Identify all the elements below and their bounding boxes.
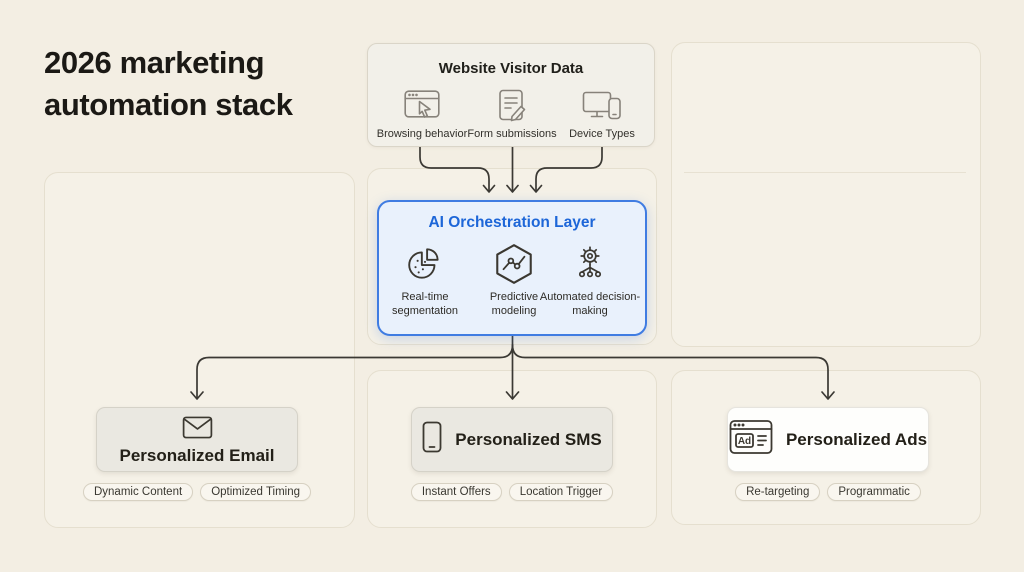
form-pencil-icon [464,88,560,124]
ai-item-predictive-modeling: Predictive modeling [477,240,551,319]
tag-pill: Location Trigger [508,483,614,501]
ai-item-realtime-segmentation: Real-time segmentation [379,240,471,319]
smartphone-icon [422,421,442,458]
ai-item-label: Predictive modeling [489,291,539,318]
source-item-device-types: Device Types [554,88,650,140]
channel-card-title: Personalized SMS [455,429,602,449]
email-tags: Dynamic Content Optimized Timing [82,483,312,501]
channel-card-title: Personalized Ads [785,429,928,449]
page-title: 2026 marketing automation stack [44,45,293,122]
devices-icon [554,88,650,124]
ads-tags: Re-targeting Programmatic [727,483,929,501]
ai-item-label: Automated decision-making [539,291,641,318]
source-item-label: Browsing behavior [376,128,468,140]
source-card-title: Website Visitor Data [438,60,584,77]
ai-orchestration-card: AI Orchestration Layer Real-time segment… [377,200,647,336]
hexagon-model-icon [477,240,551,288]
ad-browser-icon: Ad [729,419,773,460]
personalized-email-card: Personalized Email [96,407,298,472]
tag-pill: Optimized Timing [200,483,312,501]
gear-network-icon [533,240,647,288]
website-visitor-data-card: Website Visitor Data Browsing behavior [367,43,655,147]
ai-card-title: AI Orchestration Layer [428,214,596,231]
source-item-label: Device Types [569,128,635,140]
channel-card-title: Personalized Email [119,445,275,465]
ai-item-automated-decisions: Automated decision-making [533,240,647,319]
tag-pill: Instant Offers [410,483,502,501]
personalized-ads-card: Ad Personalized Ads [727,407,929,472]
source-item-label: Form submissions [467,128,557,140]
source-item-form-submissions: Form submissions [464,88,560,140]
sms-tags: Instant Offers Location Trigger [410,483,614,501]
ai-item-label: Real-time segmentation [391,291,459,318]
tag-pill: Programmatic [827,483,921,501]
background-panel-left [44,172,355,528]
source-item-browsing-behavior: Browsing behavior [374,88,470,140]
personalized-sms-card: Personalized SMS [411,407,613,472]
browser-cursor-icon [374,88,470,124]
panel-divider-line [684,172,966,173]
envelope-icon [182,416,213,444]
pie-segmentation-icon [379,240,471,288]
background-panel-right-top [671,42,981,347]
tag-pill: Re-targeting [735,483,821,501]
ad-icon-label: Ad [738,436,751,447]
tag-pill: Dynamic Content [82,483,194,501]
